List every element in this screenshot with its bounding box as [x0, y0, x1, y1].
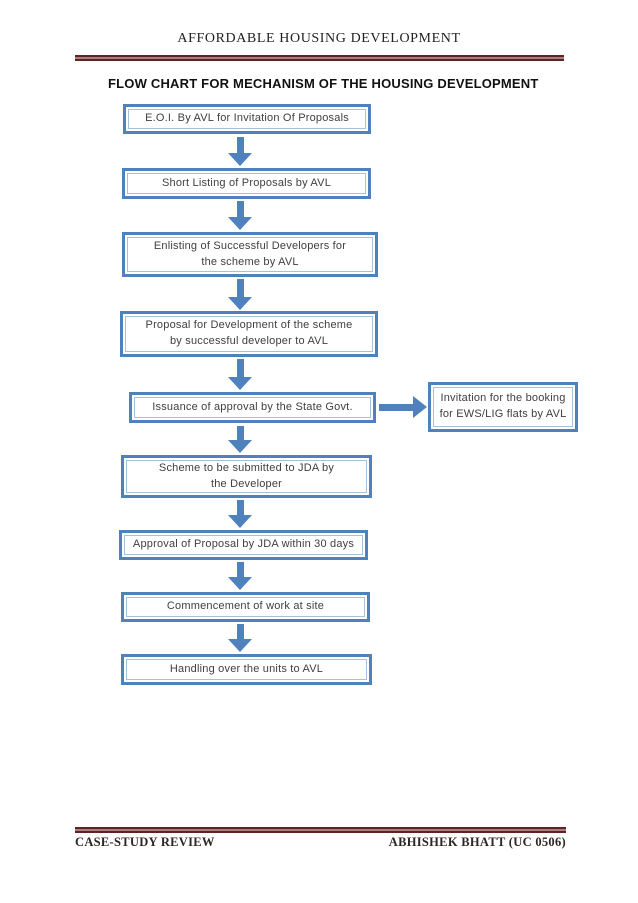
page-footer: CASE-STUDY REVIEW ABHISHEK BHATT (UC 050…	[75, 835, 566, 850]
header-rule	[75, 55, 564, 61]
flowchart-title: FLOW CHART FOR MECHANISM OF THE HOUSING …	[108, 76, 539, 91]
page-header-title: AFFORDABLE HOUSING DEVELOPMENT	[177, 31, 461, 46]
down-arrow-icon	[227, 500, 253, 528]
flow-step-box-4: Proposal for Development of the scheme b…	[120, 311, 378, 357]
flow-step-label: Scheme to be submitted to JDA by the Dev…	[158, 461, 335, 490]
flow-step-label: E.O.I. By AVL for Invitation Of Proposal…	[145, 112, 349, 125]
footer-rule	[75, 827, 566, 833]
flow-step-box-2: Short Listing of Proposals by AVL	[122, 168, 371, 199]
flow-step-label: Proposal for Development of the scheme b…	[145, 319, 353, 347]
down-arrow-icon	[227, 279, 253, 310]
flow-side-box: Invitation for the booking for EWS/LIG f…	[428, 382, 578, 432]
flow-step-box-3: Enlisting of Successful Developers for t…	[122, 232, 378, 277]
flow-step-box-1: E.O.I. By AVL for Invitation Of Proposal…	[123, 104, 371, 134]
flow-step-box-9: Handling over the units to AVL	[121, 654, 372, 685]
flow-step-box-6: Scheme to be submitted to JDA by the Dev…	[121, 455, 372, 498]
footer-left-text: CASE-STUDY REVIEW	[75, 835, 215, 849]
flow-step-label: Approval of Proposal by JDA within 30 da…	[132, 538, 355, 551]
down-arrow-icon	[227, 426, 253, 453]
down-arrow-icon	[227, 201, 253, 230]
down-arrow-icon	[227, 562, 253, 590]
flow-step-label: Issuance of approval by the State Govt.	[152, 400, 353, 413]
flow-step-label: Handling over the units to AVL	[169, 662, 324, 675]
flow-step-box-5: Issuance of approval by the State Govt.	[129, 392, 376, 423]
down-arrow-icon	[227, 624, 253, 652]
flow-step-box-7: Approval of Proposal by JDA within 30 da…	[119, 530, 368, 560]
flow-step-box-8: Commencement of work at site	[121, 592, 370, 622]
flow-step-label: Commencement of work at site	[166, 600, 325, 613]
flow-step-label: Enlisting of Successful Developers for t…	[153, 239, 347, 268]
right-arrow-icon	[379, 396, 427, 418]
flow-step-label: Short Listing of Proposals by AVL	[161, 176, 332, 189]
down-arrow-icon	[227, 137, 253, 166]
down-arrow-icon	[227, 359, 253, 390]
flow-side-box-label: Invitation for the booking for EWS/LIG f…	[439, 392, 567, 420]
footer-right-text: ABHISHEK BHATT (UC 0506)	[388, 835, 566, 849]
